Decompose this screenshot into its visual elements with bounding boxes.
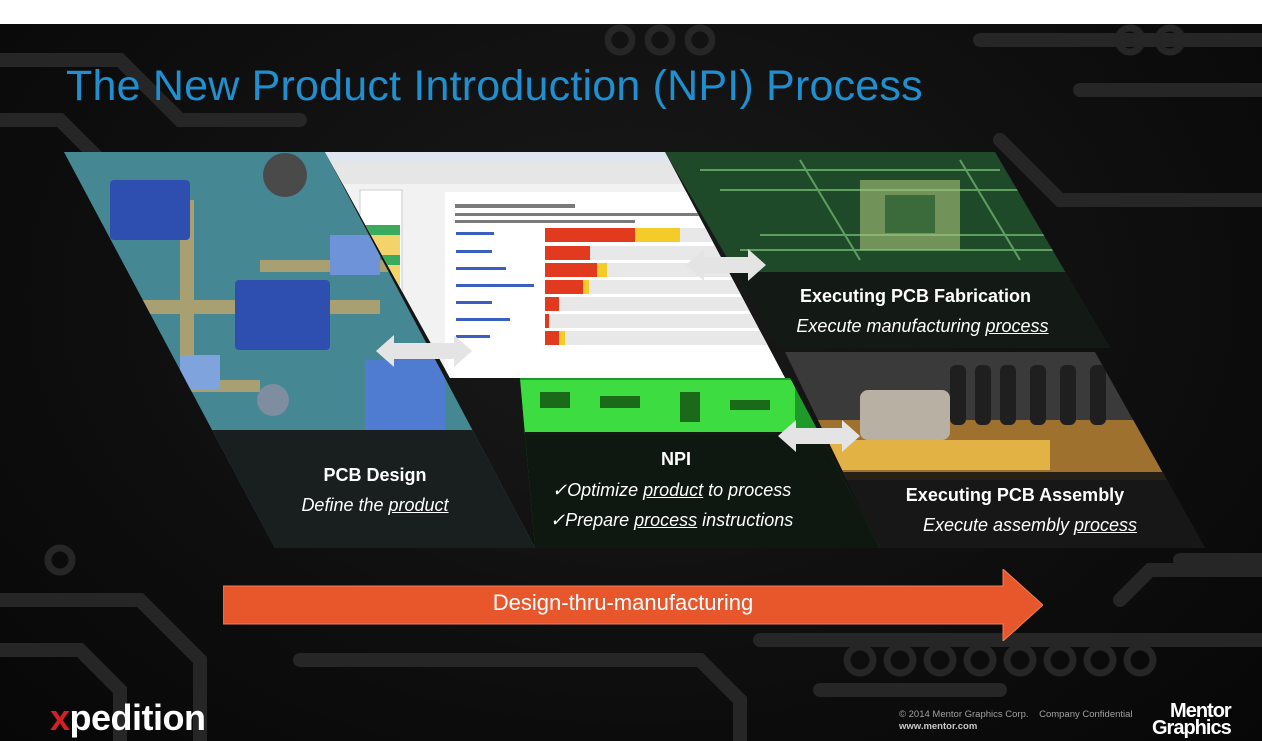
mentor-graphics-logo: Mentor Graphics: [1152, 700, 1232, 739]
xpedition-logo: xpedition: [50, 697, 206, 738]
arrow-label: Design-thru-manufacturing: [492, 590, 754, 615]
pcb-design-label: PCB Design Define the product: [270, 465, 480, 516]
design-report-double-arrow: [376, 335, 472, 367]
report-fabrication-double-arrow: [686, 249, 766, 281]
npi-heading: NPI: [660, 449, 691, 469]
website-url: www.mentor.com: [899, 721, 978, 732]
npi-assembly-double-arrow: [778, 420, 860, 452]
design-thru-manufacturing-arrow: [223, 569, 1043, 641]
assembly-subtitle: Execute assembly process: [922, 515, 1138, 535]
npi-item-2: ✓Prepare process instructions: [550, 510, 794, 530]
npi-label: NPI ✓Optimize product to process ✓Prepar…: [540, 449, 812, 531]
copyright: © 2014 Mentor Graphics Corp. Company Con…: [899, 709, 1133, 733]
pcb-design-heading: PCB Design: [323, 465, 427, 485]
fabrication-label: Executing PCB Fabrication Execute manufa…: [780, 286, 1065, 337]
assembly-label: Executing PCB Assembly Execute assembly …: [900, 485, 1160, 536]
npi-item-1: ✓Optimize product to process: [552, 480, 792, 500]
fabrication-heading: Executing PCB Fabrication: [799, 286, 1032, 306]
pcb-design-subtitle: Define the product: [301, 495, 449, 515]
copyright-line: © 2014 Mentor Graphics Corp. Company Con…: [899, 709, 1133, 720]
pcb-assembly-image: [785, 352, 1205, 548]
assembly-heading: Executing PCB Assembly: [905, 485, 1125, 505]
slide-title: The New Product Introduction (NPI) Proce…: [66, 62, 923, 110]
top-band: [0, 0, 1262, 24]
fabrication-subtitle: Execute manufacturing process: [796, 316, 1049, 336]
